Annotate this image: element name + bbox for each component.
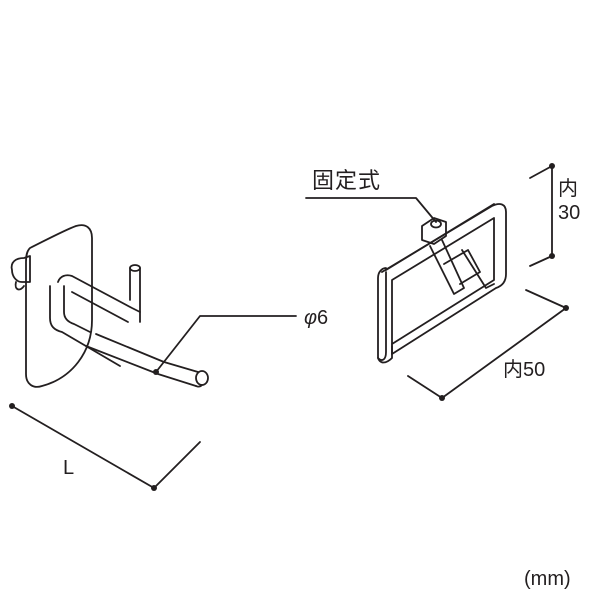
hook-post xyxy=(129,267,141,323)
hook-post-tip xyxy=(129,264,141,272)
holder-illustration xyxy=(377,203,507,364)
length-label: L xyxy=(63,457,75,479)
holder-clip xyxy=(429,239,495,295)
diameter-symbol: φ xyxy=(304,307,318,329)
holder-frame xyxy=(377,203,507,361)
hook-top-clip xyxy=(10,255,31,283)
dimension-inner-50 xyxy=(407,289,569,401)
inner-height-prefix: 内 xyxy=(558,178,578,200)
diameter-value: 6 xyxy=(317,307,329,329)
hook-arm-tip xyxy=(195,370,209,386)
hook-lower-arm xyxy=(85,333,199,387)
holder-mount xyxy=(421,217,447,245)
dimension-l xyxy=(9,403,201,491)
hook-upper-arm xyxy=(49,285,121,367)
holder-bottom-lip xyxy=(377,343,393,364)
diameter-label: φ6 xyxy=(304,308,328,328)
diameter-leader xyxy=(153,315,297,375)
hook-illustration xyxy=(10,224,209,388)
hook-back-plate xyxy=(25,224,93,388)
dimension-inner-30 xyxy=(529,163,555,267)
unit-label: (mm) xyxy=(524,568,571,590)
mount-type-leader xyxy=(305,197,437,223)
mount-type-label: 固定式 xyxy=(312,168,382,193)
inner-height-value: 30 xyxy=(558,202,581,224)
inner-width-label: 内50 xyxy=(503,359,546,381)
